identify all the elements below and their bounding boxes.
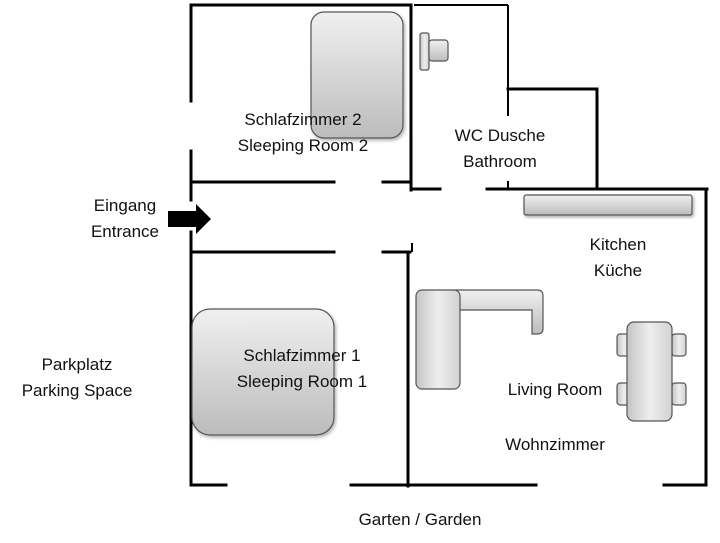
dining-table-icon	[616, 321, 687, 422]
chair-icon	[671, 333, 687, 357]
label-garden: Garten / Garden	[358, 510, 482, 529]
label-kitchen: Kitchen Küche	[568, 232, 668, 284]
chair-icon	[671, 382, 687, 406]
label-bathroom-de: WC Dusche	[454, 126, 546, 145]
label-bathroom-en: Bathroom	[463, 152, 537, 171]
label-parking-de: Parkplatz	[41, 355, 113, 374]
label-bedroom2-de: Schlafzimmer 2	[244, 110, 362, 129]
label-living-room: Living Room	[507, 380, 603, 399]
label-bedroom1-de: Schlafzimmer 1	[243, 346, 361, 365]
kitchen-counter-icon	[523, 194, 693, 216]
bed-icon	[310, 11, 404, 139]
label-kitchen-de: Küche	[593, 261, 643, 280]
walls	[189, 3, 709, 488]
bed-icon	[191, 308, 335, 436]
label-entrance: Eingang Entrance	[75, 193, 175, 245]
label-kitchen-en: Kitchen	[589, 235, 647, 254]
label-parking: Parkplatz Parking Space	[5, 352, 149, 404]
label-bathroom: WC Dusche Bathroom	[430, 123, 570, 175]
table-icon	[626, 321, 673, 422]
label-parking-en: Parking Space	[21, 381, 133, 400]
label-bedroom1-en: Sleeping Room 1	[236, 372, 368, 391]
toilet-icon	[419, 32, 449, 71]
label-bedroom2: Schlafzimmer 2 Sleeping Room 2	[218, 107, 388, 159]
label-bedroom1: Schlafzimmer 1 Sleeping Room 1	[212, 343, 392, 395]
sofa-icon	[415, 289, 544, 390]
entrance-arrow-icon	[168, 204, 211, 234]
label-bedroom2-en: Sleeping Room 2	[237, 136, 369, 155]
label-entrance-de: Eingang	[93, 196, 157, 215]
label-entrance-en: Entrance	[90, 222, 160, 241]
label-wohnzimmer: Wohnzimmer	[505, 435, 605, 454]
